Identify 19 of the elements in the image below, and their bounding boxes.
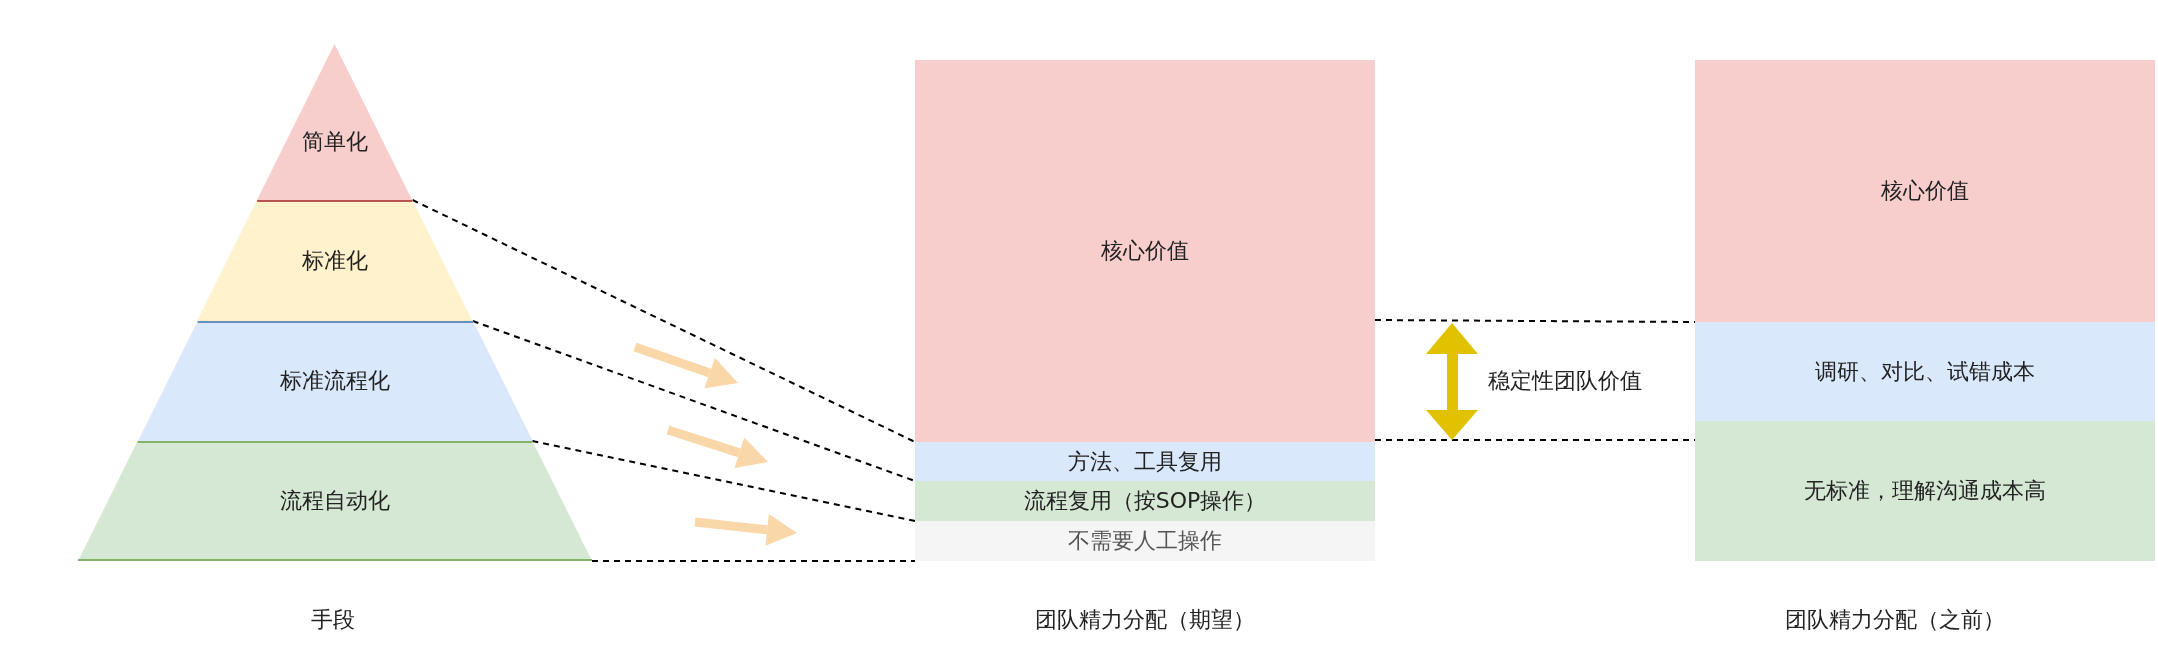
pyramid-layer: 标准流程化 [137,321,533,441]
dashed-connector [471,320,916,482]
caption: 团队精力分配（期望） [1035,606,1255,634]
dashed-connector [591,560,916,562]
stack-segment: 核心价值 [915,60,1375,442]
stack-segment: 方法、工具复用 [915,442,1375,481]
pyramid-layer: 标准化 [197,200,473,321]
caption: 手段 [311,606,355,634]
dashed-connector [411,199,916,443]
stack-segment: 核心价值 [1695,60,2155,322]
stack-segment: 不需要人工操作 [915,521,1375,561]
stack-segment: 流程复用（按SOP操作） [915,481,1375,521]
dashed-connector [531,440,916,522]
caption: 团队精力分配（之前） [1785,606,2005,634]
bracket-label: 稳定性团队价值 [1488,367,1642,395]
stack-segment: 调研、对比、试错成本 [1695,322,2155,421]
stack-segment: 无标准，理解沟通成本高 [1695,421,2155,561]
pyramid-layer: 简单化 [257,44,413,200]
pyramid-layer: 流程自动化 [78,441,592,561]
